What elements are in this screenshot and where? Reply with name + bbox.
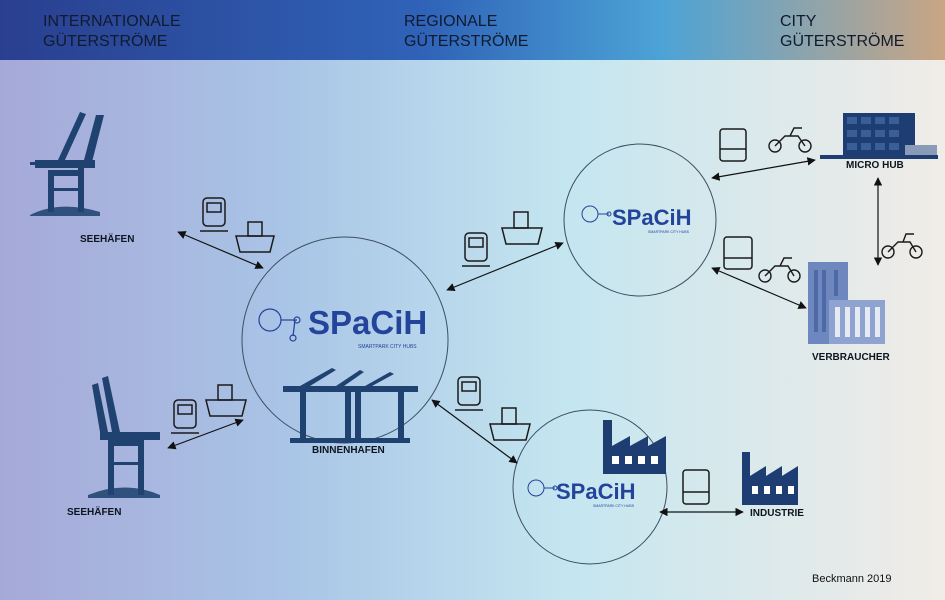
train-icon — [462, 232, 490, 267]
header-regional: REGIONALE GÜTERSTRÖME — [404, 12, 528, 52]
header-city-line2: GÜTERSTRÖME — [780, 33, 905, 50]
cargo-bike-icon — [758, 257, 801, 283]
ship-icon — [205, 384, 247, 417]
logo-industrie-tagline: SMARTPARK CITY HUBS — [593, 504, 635, 508]
factory-icon — [603, 420, 666, 474]
label-industrie: INDUSTRIE — [750, 508, 804, 519]
header-international-line2: GÜTERSTRÖME — [43, 33, 168, 50]
logo-main-name: SPaCiH — [308, 304, 427, 341]
building-icon — [808, 262, 885, 344]
ship-icon — [501, 211, 543, 245]
arrow-city-microhub — [711, 157, 816, 181]
ship-icon — [235, 221, 275, 253]
crane-icon — [283, 368, 418, 443]
micro-hub-icon — [820, 113, 938, 159]
truck-icon — [719, 128, 747, 162]
label-verbraucher: VERBRAUCHER — [812, 352, 890, 363]
crane-icon — [88, 376, 160, 498]
factory-icon — [742, 452, 798, 505]
header-international-line1: INTERNATIONALE — [43, 13, 181, 30]
hub-circle-city — [563, 143, 717, 297]
logo-city: SPaCiH SMARTPARK CITY HUBS — [581, 205, 691, 234]
train-icon — [171, 399, 199, 434]
header-regional-line1: REGIONALE — [404, 13, 498, 30]
train-icon — [200, 197, 228, 232]
arrow-seehafen-top — [177, 231, 264, 269]
header-regional-line2: GÜTERSTRÖME — [404, 33, 529, 50]
train-icon — [455, 376, 483, 411]
crane-icon — [30, 112, 104, 216]
cargo-bike-icon — [881, 233, 923, 259]
arrow-main-industrie — [431, 399, 518, 464]
arrow-city-verbraucher — [711, 267, 807, 309]
logo-main-tagline: SMARTPARK CITY HUBS — [358, 344, 417, 350]
arrow-seehafen-bottom — [167, 418, 244, 450]
label-seehafen-bottom: SEEHÄFEN — [67, 507, 122, 518]
header-band — [0, 0, 945, 60]
credit: Beckmann 2019 — [812, 573, 892, 585]
label-micro-hub: MICRO HUB — [846, 160, 904, 171]
header-city: CITY GÜTERSTRÖME — [780, 12, 904, 52]
label-seehafen-top: SEEHÄFEN — [80, 234, 135, 245]
hub-circle-industrie — [512, 409, 668, 565]
logo-industrie: SPaCiH SMARTPARK CITY HUBS — [527, 479, 635, 508]
logo-city-tagline: SMARTPARK CITY HUBS — [648, 230, 690, 234]
label-binnenhafen: BINNENHAFEN — [312, 445, 385, 456]
header-international: INTERNATIONALE GÜTERSTRÖME — [43, 12, 181, 52]
flow-arrows — [167, 157, 883, 517]
truck-icon — [682, 469, 710, 505]
cargo-bike-icon — [768, 127, 812, 153]
ship-icon — [489, 407, 531, 441]
header-city-line1: CITY — [780, 13, 817, 30]
logo-city-name: SPaCiH — [612, 205, 691, 230]
logo-main: SPaCiH SMARTPARK CITY HUBS — [258, 304, 427, 350]
arrow-main-city — [446, 241, 564, 292]
logo-industrie-name: SPaCiH — [556, 479, 635, 504]
van-icon — [723, 236, 753, 270]
